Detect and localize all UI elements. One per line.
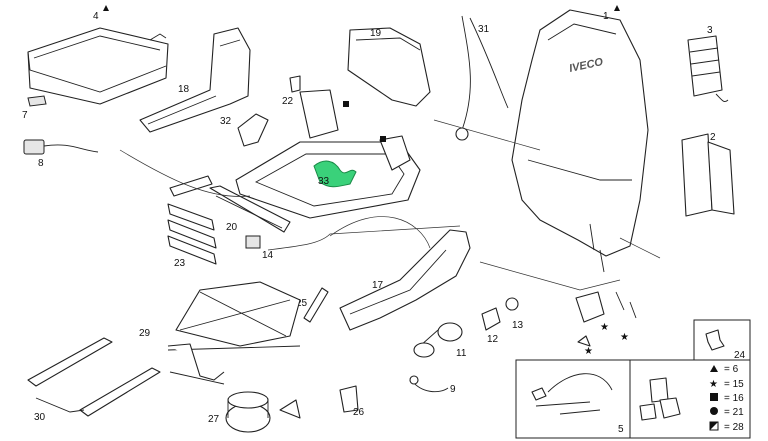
star-marker-icon: ★ — [600, 322, 609, 333]
damper-part[interactable] — [303, 287, 329, 323]
label-part-14: 14 — [262, 250, 274, 261]
label-part-4: 4 — [93, 5, 109, 22]
label-part-17: 17 — [372, 280, 384, 291]
label-part-11: 11 — [456, 348, 467, 359]
triangle-legend-icon — [710, 365, 718, 372]
label-part-32: 32 — [220, 116, 232, 127]
square-legend-icon — [710, 393, 718, 401]
stacked-plates-part[interactable] — [167, 175, 217, 265]
symbol-legend: = 6 ★ = 15 = 16 = 21 = 28 — [709, 364, 744, 433]
label-part-23: 23 — [174, 258, 186, 269]
label-part-9: 9 — [450, 384, 456, 395]
label-part-27: 27 — [208, 414, 220, 425]
backrest-part[interactable]: IVECO — [511, 9, 649, 273]
label-part-3: 3 — [707, 25, 713, 36]
label-part-2: 2 — [710, 132, 716, 143]
label-part-26: 26 — [353, 407, 365, 418]
scissor-suspension-part[interactable] — [167, 281, 301, 385]
heating-harness-part[interactable] — [23, 139, 99, 155]
legend-square-text: = 16 — [724, 393, 744, 404]
seat-cushion-part[interactable] — [27, 27, 169, 105]
legend-half-square-text: = 28 — [724, 422, 744, 433]
slide-rail-part[interactable] — [209, 185, 291, 233]
buckle-part[interactable] — [237, 113, 269, 147]
svg-text:4: 4 — [93, 11, 99, 22]
part-24-box: 24 — [693, 319, 751, 365]
air-spring-part[interactable] — [225, 391, 271, 433]
label-part-29: 29 — [139, 328, 151, 339]
highlighted-harness-part[interactable] — [313, 160, 357, 188]
triangle-marker-icon — [614, 5, 620, 11]
clip-parts[interactable] — [575, 291, 637, 347]
label-part-30: 30 — [34, 412, 46, 423]
floor-rail-29-part[interactable] — [27, 337, 161, 417]
side-trim-part[interactable] — [139, 27, 251, 133]
bolt-13-part[interactable] — [505, 297, 519, 311]
label-part-18: 18 — [178, 84, 190, 95]
svg-text:24: 24 — [734, 350, 746, 361]
rear-cover-part[interactable] — [347, 27, 431, 107]
square-marker-icon — [343, 101, 349, 107]
label-part-22: 22 — [282, 96, 294, 107]
leader-lines — [119, 119, 661, 291]
star-marker-icon: ★ — [620, 332, 629, 343]
legend-circle-text: = 21 — [724, 407, 744, 418]
cable-9-part[interactable] — [409, 375, 449, 393]
star-legend-icon: ★ — [709, 379, 718, 390]
circle-legend-icon — [710, 407, 718, 415]
square-marker-icon — [380, 136, 386, 142]
label-part-7: 7 — [22, 110, 28, 121]
label-part-1: 1 — [603, 5, 620, 22]
back-pad-part[interactable] — [681, 133, 735, 217]
label-part-12: 12 — [487, 334, 499, 345]
knob-11-part[interactable] — [413, 322, 463, 358]
label-part-31: 31 — [478, 24, 490, 35]
seat-frame-part[interactable] — [235, 89, 421, 219]
label-part-19: 19 — [370, 28, 382, 39]
legend-star-text: = 15 — [724, 379, 744, 390]
knob-part[interactable] — [289, 75, 301, 93]
legend-triangle-text: = 6 — [724, 364, 739, 375]
label-part-8: 8 — [38, 158, 44, 169]
connector-part[interactable] — [245, 235, 261, 249]
label-part-33: 33 — [318, 176, 330, 187]
label-part-5: 5 — [618, 424, 624, 435]
floor-rail-30-part[interactable] — [35, 397, 85, 413]
star-marker-icon: ★ — [584, 346, 593, 357]
triangle-marker-icon — [103, 5, 109, 11]
bracket-26-part[interactable] — [279, 385, 359, 419]
lever-12-part[interactable] — [481, 307, 501, 331]
lumbar-pad-part[interactable] — [687, 35, 729, 103]
svg-text:1: 1 — [603, 11, 609, 22]
small-pad-part[interactable] — [27, 95, 47, 107]
label-part-13: 13 — [512, 320, 524, 331]
label-part-20: 20 — [226, 222, 238, 233]
side-panel-part[interactable] — [339, 229, 471, 331]
label-part-25: 25 — [296, 298, 308, 309]
